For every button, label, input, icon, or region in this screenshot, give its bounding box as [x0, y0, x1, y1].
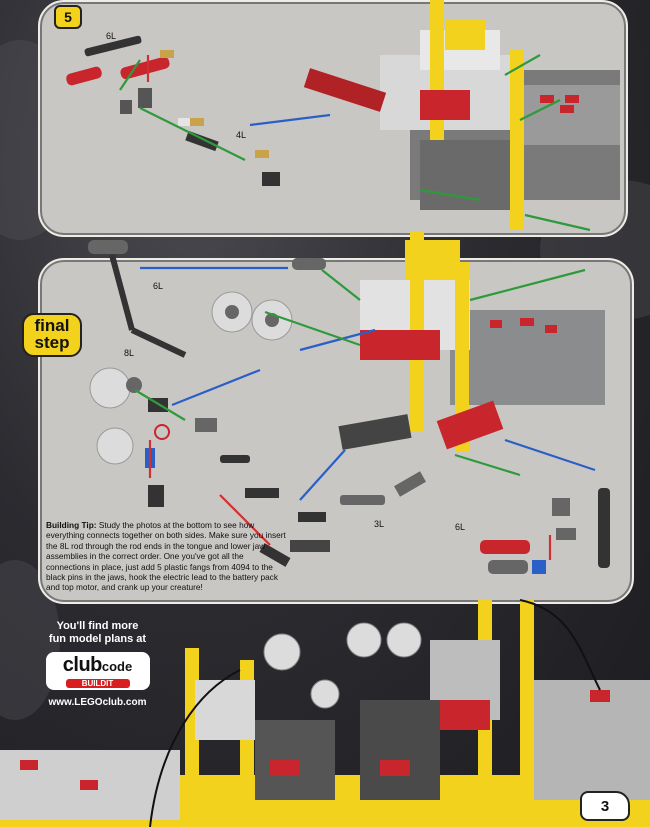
- building-tip-body: Study the photos at the bottom to see ho…: [46, 520, 286, 593]
- page-number: 3: [580, 791, 630, 821]
- step5-model: [303, 0, 620, 230]
- bottom-photo: [0, 599, 650, 827]
- grey-box-top: [520, 85, 620, 145]
- building-tip: Building Tip: Study the photos at the bo…: [46, 520, 288, 593]
- rod-6l-label: 6L: [106, 31, 117, 41]
- promo-line-2: fun model plans at: [48, 633, 147, 645]
- rod-6l-label: 6L: [455, 522, 466, 532]
- final-badge-line2: step: [34, 333, 70, 352]
- logo-buildit: BUILDIT: [65, 679, 130, 688]
- rod-6l-label: 6L: [153, 281, 164, 291]
- logo-club: club: [62, 654, 103, 676]
- final-arrows: [134, 266, 596, 560]
- red-lever: [66, 66, 102, 86]
- beam-black: [598, 488, 610, 568]
- yellow-head: [445, 20, 485, 50]
- lower-jaw: [338, 414, 412, 450]
- promo-line-1: You'll find more: [56, 620, 139, 632]
- rod-4l-label: 4L: [236, 130, 247, 140]
- step5-arrows: [119, 54, 591, 232]
- club-url-link[interactable]: www.LEGOclub.com: [48, 697, 147, 708]
- rod-3l-label: 3L: [374, 519, 385, 529]
- step5-parts: [66, 35, 280, 186]
- final-model: [338, 232, 605, 452]
- yellow-beam-right: [510, 50, 524, 230]
- red-jaw-arm: [303, 68, 387, 112]
- step-number-badge: 5: [54, 5, 82, 29]
- red-block: [420, 90, 470, 120]
- final-badge-line1: final: [34, 316, 70, 335]
- building-tip-title: Building Tip:: [46, 520, 97, 530]
- logo-code: code: [101, 659, 133, 674]
- rod-6l: [84, 35, 142, 57]
- rod-8l-label: 8L: [124, 348, 135, 358]
- clubcode-logo: clubcode BUILDIT: [45, 652, 150, 690]
- final-step-badge: final step: [22, 313, 82, 357]
- club-promo: You'll find more fun model plans at club…: [30, 620, 165, 708]
- connector-top-left: [88, 240, 128, 254]
